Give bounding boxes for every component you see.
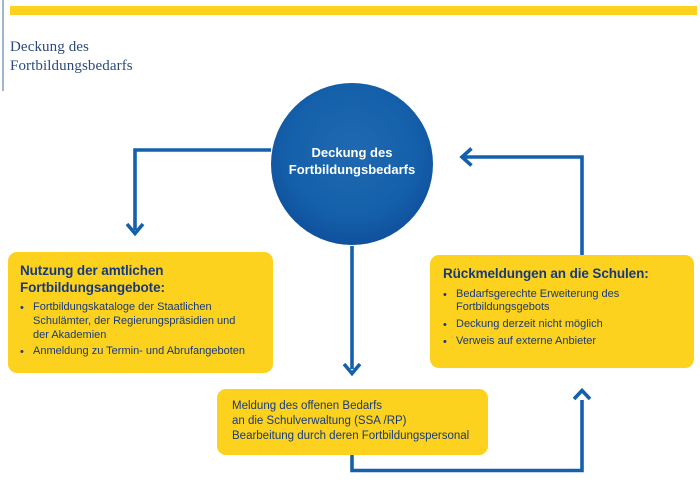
list-item-line: Schulämter, der Regierungspräsidien und (33, 314, 236, 327)
list-item: • Fortbildungskataloge der Staatlichen S… (20, 301, 263, 342)
list-item: • Deckung derzeit nicht möglich (443, 318, 684, 332)
central-node-line: Deckung des (311, 145, 393, 160)
list-item-text: Anmeldung zu Termin- und Abrufangeboten (33, 345, 245, 359)
bullet-icon: • (443, 319, 447, 332)
list-item-text: Deckung derzeit nicht möglich (456, 318, 603, 332)
list-item-text: Fortbildungskataloge der Staatlichen Sch… (33, 301, 235, 342)
right-box-heading: Rückmeldungen an die Schulen: (443, 266, 649, 281)
left-accent-line (2, 0, 4, 91)
bottom-box-line: an die Schulverwaltung (SSA /RP) (232, 414, 407, 427)
page-title: Deckung des Fortbildungsbedarfs (10, 38, 230, 76)
heading-line: Nutzung der amtlichen (20, 263, 164, 278)
list-item-line: Deckung derzeit nicht möglich (456, 318, 603, 331)
list-item: • Bedarfsgerechte Erweiterung des Fortbi… (443, 288, 684, 316)
bottom-box-text: Meldung des offenen Bedarfs an die Schul… (232, 399, 478, 443)
central-node-label: Deckung des Fortbildungsbedarfs (289, 144, 415, 178)
list-item-line: Anmeldung zu Termin- und Abrufangeboten (33, 345, 245, 358)
bottom-box-line: Bearbeitung durch deren Fortbildungspers… (232, 429, 470, 442)
list-item-text: Bedarfsgerechte Erweiterung des Fortbild… (456, 288, 619, 316)
arrow-circle-to-bottom-box (342, 246, 362, 377)
left-box-heading: Nutzung der amtlichen Fortbildungsangebo… (20, 263, 263, 296)
list-item-line: Fortbildungskataloge der Staatlichen (33, 301, 212, 313)
bullet-icon: • (20, 346, 24, 359)
page-title-line: Deckung des (10, 39, 89, 55)
list-item-line: Verweis auf externe Anbieter (456, 335, 597, 348)
left-box-bullet-list: • Fortbildungskataloge der Staatlichen S… (20, 301, 263, 359)
list-item-text: Verweis auf externe Anbieter (456, 335, 596, 349)
central-node: Deckung des Fortbildungsbedarfs (271, 83, 433, 245)
list-item-line: Fortbildungsgebots (456, 301, 550, 314)
central-node-line: Fortbildungsbedarfs (288, 162, 416, 177)
list-item: • Verweis auf externe Anbieter (443, 335, 684, 349)
heading-line: Fortbildungsangebote: (20, 279, 165, 295)
left-box-official-offers: Nutzung der amtlichen Fortbildungsangebo… (8, 252, 273, 373)
arrow-bottom-box-to-right-box (350, 387, 592, 473)
bullet-icon: • (20, 302, 24, 314)
bottom-box-line: Meldung des offenen Bedarfs (232, 400, 383, 412)
arrow-circle-to-left-box (125, 148, 271, 237)
list-item-line: Bedarfsgerechte Erweiterung des (456, 287, 620, 300)
arrow-right-box-to-circle (459, 147, 584, 255)
right-box-bullet-list: • Bedarfsgerechte Erweiterung des Fortbi… (443, 288, 684, 350)
bottom-box-open-demand: Meldung des offenen Bedarfs an die Schul… (217, 389, 488, 455)
bullet-icon: • (443, 288, 447, 301)
list-item: • Anmeldung zu Termin- und Abrufangebote… (20, 345, 263, 359)
bullet-icon: • (443, 336, 447, 349)
list-item-line: der Akademien (33, 328, 107, 341)
right-box-feedback-to-schools: Rückmeldungen an die Schulen: • Bedarfsg… (430, 255, 694, 368)
page-title-line: Fortbildungsbedarfs (10, 58, 133, 74)
top-accent-bar (10, 6, 697, 15)
